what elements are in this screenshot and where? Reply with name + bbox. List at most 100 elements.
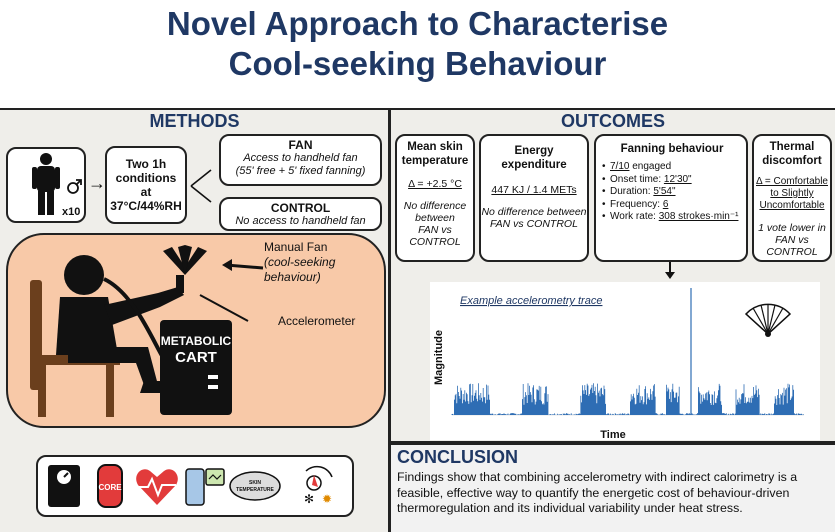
skin-note-3: FAN vs: [418, 224, 452, 236]
energy-value: 447 KJ / 1.4 METs: [491, 184, 577, 196]
skin-label-1: SKIN: [249, 480, 261, 486]
panel-divider-vertical: [388, 108, 391, 532]
thermal-note-1: 1 vote lower in: [758, 222, 826, 234]
control-heading: CONTROL: [270, 201, 331, 215]
trace-ylabel: Magnitude: [433, 330, 445, 385]
energy-note-2: FAN vs CONTROL: [490, 218, 578, 230]
fanning-workrate: Work rate: 308 strokes·min⁻¹: [602, 211, 742, 224]
fanning-workrate-value: 308 strokes·min⁻¹: [658, 211, 739, 222]
arrow-down-icon: [665, 262, 675, 279]
fanning-duration-value: 5'54": [653, 186, 676, 197]
fan-desc-1: Access to handheld fan: [243, 152, 358, 164]
skin-note-1: No difference: [403, 200, 467, 212]
svg-text:✻: ✻: [304, 492, 314, 506]
methods-heading: METHODS: [149, 111, 240, 131]
manual-fan-sub-1: (cool-seeking: [264, 255, 336, 269]
thermal-value-2: to Slightly: [770, 188, 814, 199]
arrow-right-icon: →: [88, 173, 106, 193]
conclusion-text: Findings show that combining acceleromet…: [397, 470, 798, 515]
participants-count: x10: [62, 206, 81, 218]
manual-fan-label: Manual Fan: [264, 240, 328, 254]
core-temperature-icon: CORE: [97, 464, 123, 508]
conditions-box: Two 1h conditions at 37°C/44%RH: [105, 146, 187, 224]
fan-heading: FAN: [288, 138, 313, 152]
trace-signal: [451, 288, 804, 415]
energy-title-1: Energy: [514, 145, 554, 157]
experiment-scene: METABOLIC CART: [6, 233, 386, 428]
core-label: CORE: [98, 483, 122, 492]
accelerometer-label: Accelerometer: [278, 314, 356, 328]
energy-expenditure-box: Energy expenditure 447 KJ / 1.4 METs No …: [479, 134, 589, 262]
fanning-engaged-value: 7/10: [610, 161, 630, 172]
thermal-note-2: FAN vs: [775, 234, 809, 246]
control-condition-box: CONTROL No access to handheld fan: [219, 197, 382, 231]
fanning-engaged-text: engaged: [629, 161, 672, 172]
male-symbol-icon: [67, 179, 82, 194]
skin-note-2: between: [415, 212, 455, 224]
fanning-onset-label: Onset time:: [610, 173, 664, 185]
conditions-line-2: conditions: [115, 171, 177, 185]
fanning-frequency: Frequency: 6: [602, 199, 742, 212]
cart-label-2: CART: [175, 349, 217, 366]
person-icon: [32, 153, 60, 215]
seated-participant-illustration: METABOLIC CART: [30, 255, 264, 417]
poster-title: Novel Approach to Characterise Cool-seek…: [0, 4, 835, 84]
skin-title-2: temperature: [401, 155, 469, 167]
manual-fan-icon: [163, 245, 207, 275]
svg-text:✹: ✹: [322, 492, 332, 506]
fanning-engaged: 7/10 engaged: [602, 161, 742, 174]
fan-desc-2: (55' free + 5' fixed fanning): [235, 165, 366, 177]
thermal-comfort-icon: ✻ ✹: [304, 465, 333, 506]
thermal-value-3: Uncomfortable: [759, 200, 825, 211]
panel-divider-horizontal: [391, 441, 835, 443]
fanning-frequency-value: 6: [662, 198, 669, 210]
fanning-onset-value: 12'30": [663, 173, 692, 185]
thermal-title-2: discomfort: [762, 155, 822, 167]
cart-label-1: METABOLIC: [161, 334, 232, 348]
thermal-title-1: Thermal: [769, 141, 815, 153]
manual-fan-caption: Manual Fan (cool-seeking behaviour): [264, 240, 335, 285]
fanning-duration-label: Duration:: [610, 186, 654, 197]
fanning-behaviour-box: Fanning behaviour 7/10 engaged Onset tim…: [594, 134, 748, 262]
title-line-2: Cool-seeking Behaviour: [228, 45, 607, 82]
skin-note-4: CONTROL: [409, 236, 461, 248]
conditions-line-3: at: [140, 185, 152, 199]
hand-fan-icon: [744, 303, 792, 337]
conclusion-heading: CONCLUSION: [397, 447, 518, 467]
skin-label-2: TEMPERATURE: [236, 487, 274, 493]
heart-rate-icon: [136, 469, 178, 505]
measurement-icons-bar: CORE SKIN TEMPERATURE ✻ ✹: [36, 455, 354, 517]
conclusion-panel: [391, 443, 835, 532]
fan-condition-box: FAN Access to handheld fan (55' free + 5…: [219, 134, 382, 186]
trace-caption: Example accelerometry trace: [460, 295, 602, 307]
conditions-line-4: 37°C/44%RH: [110, 199, 182, 213]
fanning-onset: Onset time: 12'30": [602, 174, 742, 187]
conditions-line-1: Two 1h: [125, 157, 167, 171]
thermal-discomfort-box: Thermal discomfort Δ = Comfortable to Sl…: [752, 134, 832, 262]
fanning-title: Fanning behaviour: [620, 143, 724, 155]
outcomes-heading: OUTCOMES: [560, 111, 665, 131]
blood-pressure-icon: [185, 468, 225, 506]
thermal-note-3: CONTROL: [766, 246, 818, 258]
skin-temperature-icon: SKIN TEMPERATURE: [229, 471, 281, 501]
skin-temperature-box: Mean skin temperature Δ = +2.5 °C No dif…: [395, 134, 475, 262]
thermal-value-1: Δ = Comfortable: [756, 176, 828, 187]
control-desc: No access to handheld fan: [235, 215, 366, 227]
energy-note-1: No difference between: [481, 206, 587, 218]
accelerometry-trace: Example accelerometry trace Magnitude Ti…: [433, 288, 804, 441]
manual-fan-sub-2: behaviour): [264, 270, 321, 284]
fanning-frequency-label: Frequency:: [610, 198, 663, 210]
fanning-metrics-list: 7/10 engaged Onset time: 12'30" Duration…: [602, 161, 742, 224]
fanning-workrate-label: Work rate:: [610, 211, 659, 222]
title-line-1: Novel Approach to Characterise: [166, 5, 669, 42]
trace-xlabel: Time: [600, 429, 625, 440]
skin-title-1: Mean skin: [407, 141, 463, 153]
branch-arrows-icon: [190, 169, 212, 203]
trace-waveform: [451, 383, 804, 415]
scale-icon: [48, 465, 80, 507]
energy-title-2: expenditure: [501, 159, 567, 171]
accelerometry-trace-figure: Example accelerometry trace Magnitude Ti…: [430, 282, 820, 441]
participants-box: x10: [6, 147, 86, 223]
fanning-duration: Duration: 5'54": [602, 186, 742, 199]
skin-value: Δ = +2.5 °C: [408, 178, 462, 190]
